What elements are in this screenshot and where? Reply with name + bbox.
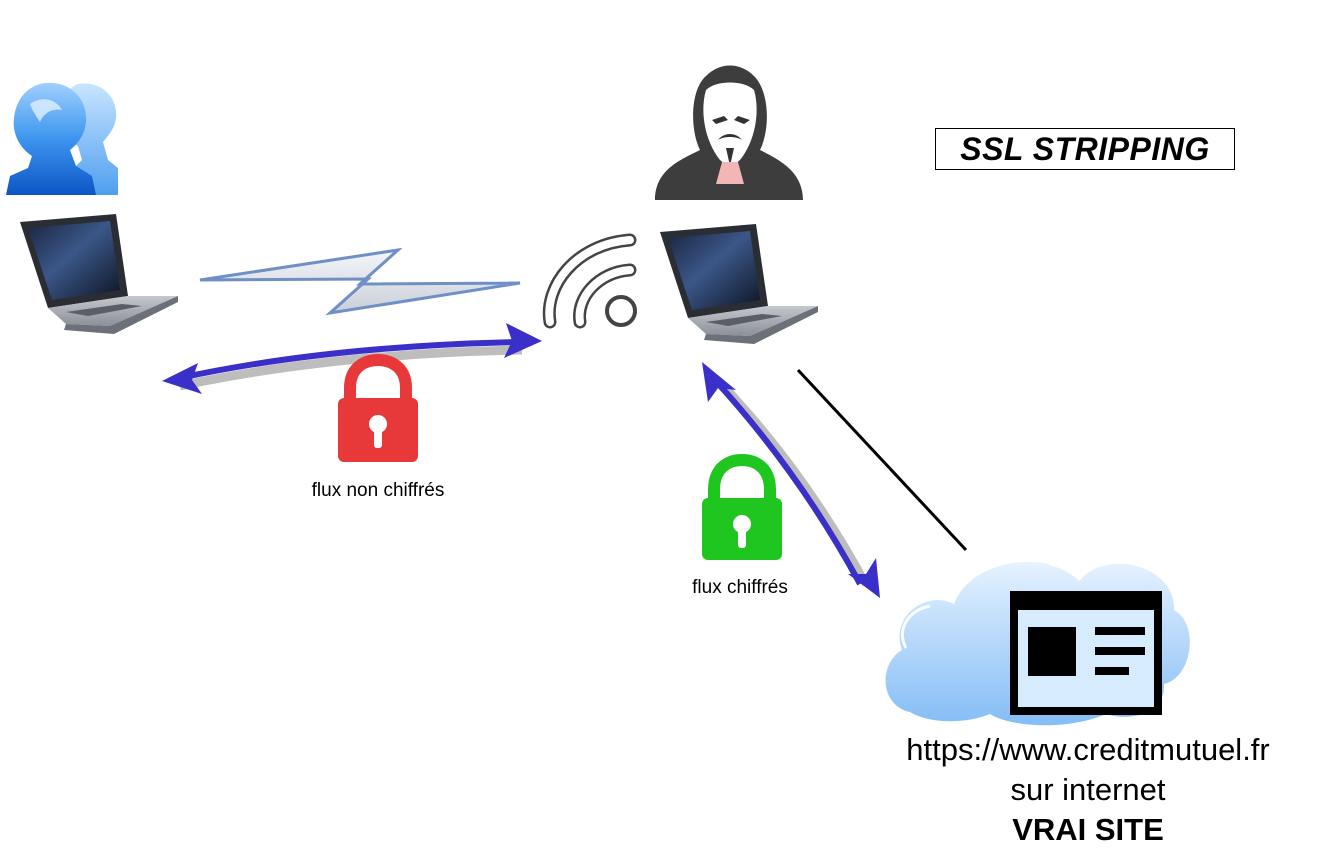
webpage-icon [1010, 591, 1162, 715]
unlocked-padlock-icon [338, 353, 418, 462]
users-icon [6, 82, 118, 195]
locked-padlock-icon [702, 453, 782, 560]
wifi-icon [542, 233, 637, 329]
encrypted-flow-arrow [702, 362, 880, 598]
diagram-title: SSL STRIPPING [935, 128, 1235, 170]
site-subtitle: sur internet [1010, 772, 1166, 807]
attacker-site-link [796, 368, 968, 552]
attacker-laptop-icon [660, 224, 818, 344]
encrypted-flow-label: flux chiffrés [692, 577, 788, 598]
site-url: https://www.creditmutuel.fr [906, 732, 1270, 767]
hacker-mask-icon [655, 65, 803, 200]
unencrypted-flow-label: flux non chiffrés [311, 480, 445, 501]
wireless-lightning-icon [199, 247, 521, 316]
victim-laptop-icon [20, 214, 178, 334]
unencrypted-flow-arrow [162, 323, 542, 394]
site-tag: VRAI SITE [1012, 812, 1164, 847]
site-caption: https://www.creditmutuel.fr sur internet… [868, 730, 1308, 850]
